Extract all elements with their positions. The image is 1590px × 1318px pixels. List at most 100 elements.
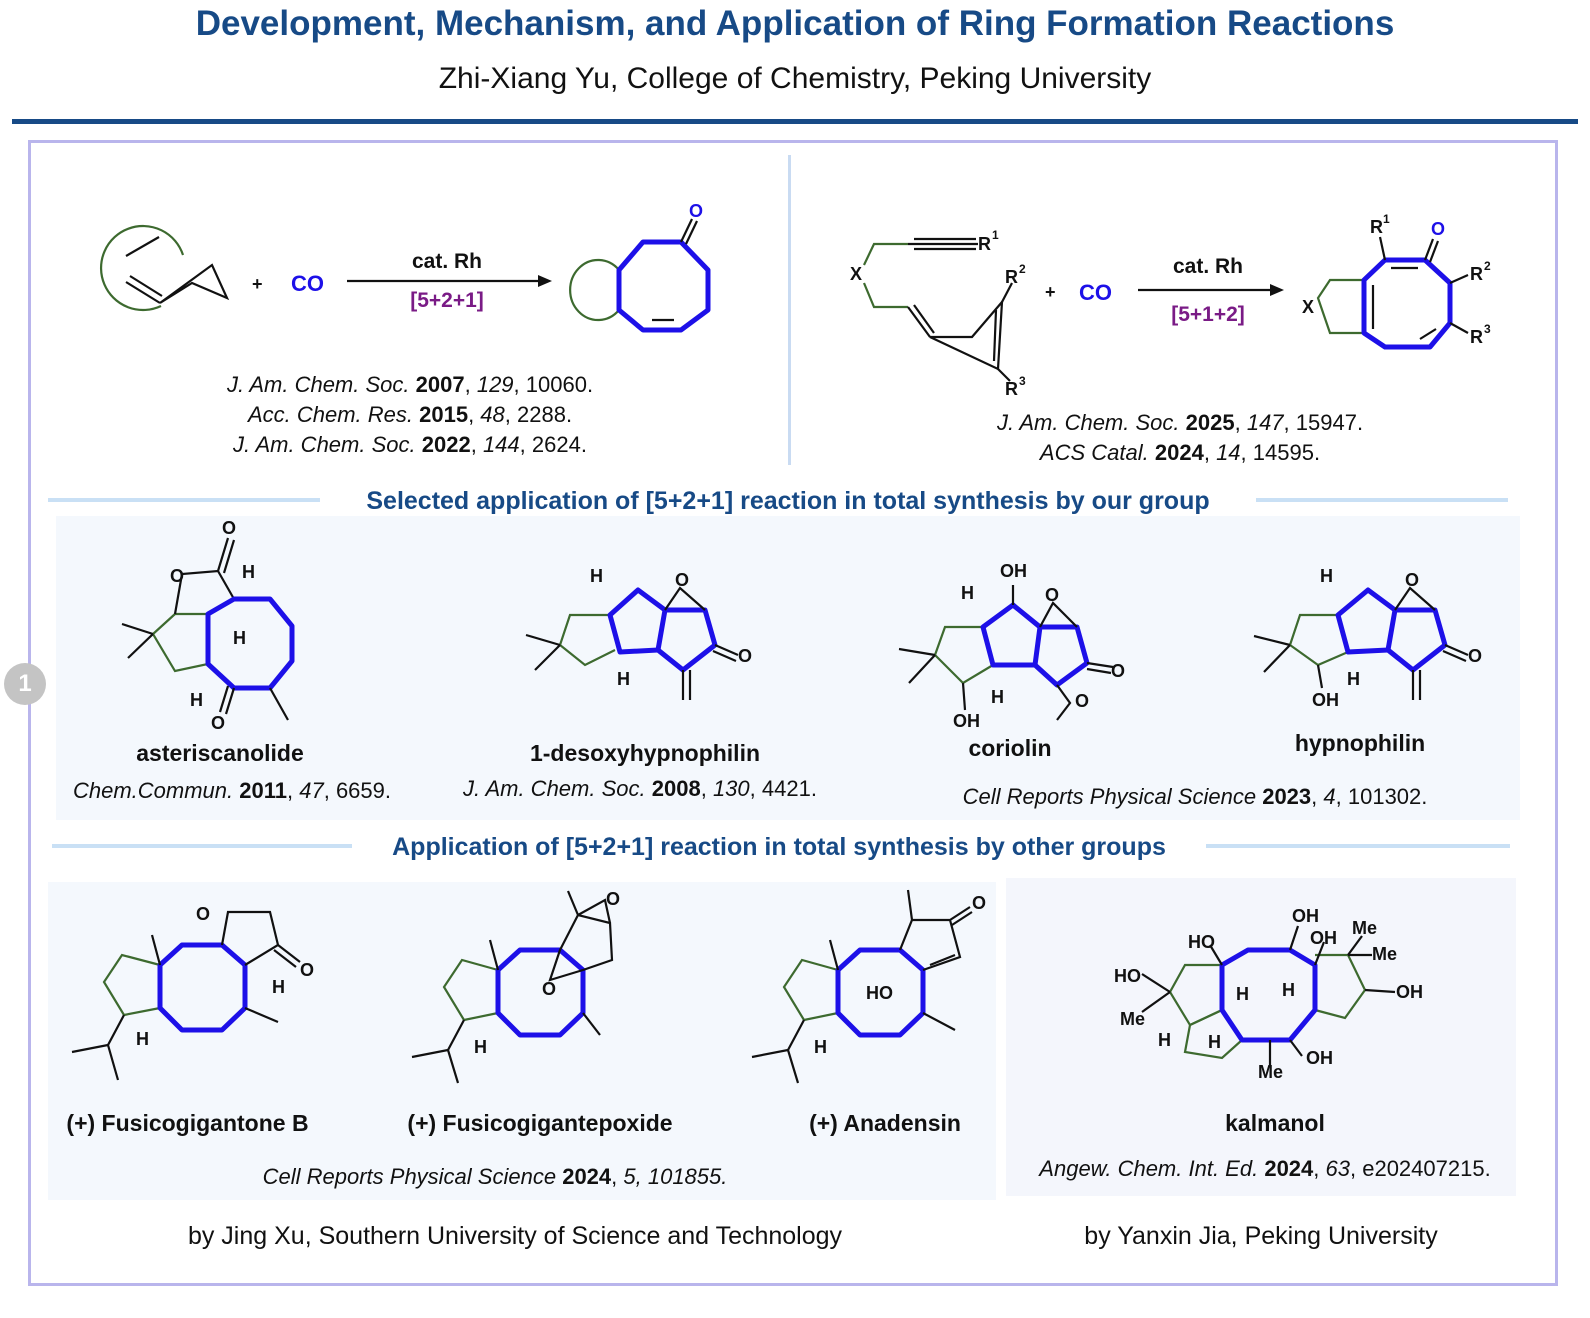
product-o: O — [1431, 219, 1445, 239]
ref-jia: Angew. Chem. Int. Ed. 2024, 63, e2024072… — [1039, 1156, 1491, 1181]
svg-text:O: O — [1075, 691, 1089, 711]
ref-line: J. Am. Chem. Soc. 2007, 129, 10060. — [226, 372, 594, 397]
svg-text:OH: OH — [953, 711, 980, 731]
structure-anadensin: O HO H — [751, 889, 986, 1084]
svg-text:1: 1 — [1383, 212, 1390, 226]
svg-text:O: O — [675, 570, 689, 590]
ref-line: ACS Catal. 2024, 14, 14595. — [1039, 440, 1321, 465]
svg-text:O: O — [1111, 661, 1125, 681]
svg-text:H: H — [1208, 1032, 1221, 1052]
ref-line: J. Am. Chem. Soc. 2022, 144, 2624. — [233, 432, 587, 457]
svg-text:O: O — [972, 893, 986, 913]
svg-text:H: H — [1282, 980, 1295, 1000]
r1-label: R — [978, 234, 991, 254]
svg-text:HO: HO — [866, 983, 893, 1003]
svg-text:H: H — [1347, 669, 1360, 689]
xu-group-panel — [48, 882, 996, 1200]
x-label: X — [850, 264, 862, 284]
co-reagent: CO — [291, 271, 324, 296]
x-label: X — [1302, 297, 1314, 317]
svg-text:HO: HO — [1114, 966, 1141, 986]
structure-coriolin: OH O O O H H OH — [898, 561, 1125, 731]
structure-1-desoxyhypnophilin: O O H H — [525, 566, 752, 700]
product-r3: R — [1470, 327, 1483, 347]
svg-text:O: O — [606, 889, 620, 909]
svg-text:H: H — [190, 690, 203, 710]
compound-name: 1-desoxyhypnophilin — [529, 740, 761, 766]
product-carbonyl — [680, 218, 693, 243]
svg-text:H: H — [590, 566, 603, 586]
substrate-tether — [99, 224, 185, 312]
credit-jia: by Yanxin Jia, Peking University — [1084, 1222, 1438, 1250]
plus-sign: + — [1045, 282, 1056, 302]
svg-text:OH: OH — [1000, 561, 1027, 581]
svg-text:Me: Me — [1352, 918, 1377, 938]
catalyst-label: cat. Rh — [1173, 255, 1243, 278]
svg-text:H: H — [474, 1037, 487, 1057]
svg-text:O: O — [542, 979, 556, 999]
svg-text:H: H — [272, 977, 285, 997]
page-title: Development, Mechanism, and Application … — [195, 4, 1395, 43]
svg-text:H: H — [617, 669, 630, 689]
svg-text:O: O — [222, 518, 236, 538]
reaction-5-1-2-scheme: X R 1 R 2 R 3 + CO cat. Rh [5+1+2] X R 1… — [850, 212, 1491, 399]
structure-asteriscanolide: O O H H H O — [121, 518, 295, 733]
reaction-type-label: [5+2+1] — [410, 289, 484, 312]
top-divider — [788, 155, 791, 465]
svg-text:OH: OH — [1292, 906, 1319, 926]
compound-name: hypnophilin — [1294, 730, 1426, 756]
structure-hypnophilin: O O H H OH — [1253, 566, 1482, 710]
section-rule-right — [1206, 844, 1510, 848]
svg-text:O: O — [300, 960, 314, 980]
title-rule — [12, 119, 1578, 124]
r3-label: R — [1005, 379, 1018, 399]
product-tether — [569, 258, 620, 322]
section-heading-other: Application of [5+2+1] reaction in total… — [392, 833, 1166, 861]
compound-name: coriolin — [968, 735, 1052, 761]
substrate-vcp — [159, 263, 230, 304]
svg-text:H: H — [1320, 566, 1333, 586]
substrate-ene — [125, 275, 163, 304]
content-frame — [28, 140, 1558, 1286]
svg-text:1: 1 — [992, 228, 999, 242]
compound-name: (+) Fusicogigantepoxide — [407, 1110, 673, 1136]
svg-text:Me: Me — [1372, 944, 1397, 964]
reaction-type-label: [5+1+2] — [1171, 303, 1245, 326]
product-o: O — [689, 201, 703, 221]
svg-text:H: H — [991, 687, 1004, 707]
svg-text:HO: HO — [1188, 932, 1215, 952]
structure-kalmanol: HO Me HO OH OH Me Me OH OH Me H H H H — [1114, 906, 1423, 1082]
ref-coriolin-hypnophilin: Cell Reports Physical Science 2023, 4, 1… — [962, 784, 1428, 809]
substrate-vinyl — [125, 236, 160, 257]
svg-text:H: H — [814, 1037, 827, 1057]
svg-text:OH: OH — [1306, 1048, 1333, 1068]
section-rule-left — [48, 498, 320, 502]
product-r2: R — [1470, 264, 1483, 284]
svg-text:2: 2 — [1019, 262, 1026, 276]
svg-text:H: H — [233, 628, 246, 648]
svg-text:O: O — [211, 713, 225, 733]
step-badge[interactable]: 1 — [4, 663, 46, 705]
ref-line: Acc. Chem. Res. 2015, 48, 2288. — [247, 402, 573, 427]
compound-name: (+) Anadensin — [809, 1110, 961, 1136]
arrow-head — [1270, 284, 1284, 296]
substrate-alkyne — [908, 237, 978, 251]
svg-text:O: O — [738, 646, 752, 666]
refs-5-1-2: J. Am. Chem. Soc. 2025, 147, 15947. ACS … — [820, 408, 1540, 468]
reaction-5-2-1-scheme: + CO cat. Rh [5+2+1] O — [99, 201, 711, 333]
section-heading-own: Selected application of [5+2+1] reaction… — [366, 487, 1210, 515]
svg-text:H: H — [961, 583, 974, 603]
compound-name: asteriscanolide — [136, 740, 304, 766]
substrate-tether — [862, 242, 908, 309]
credit-xu: by Jing Xu, Southern University of Scien… — [187, 1222, 843, 1250]
r2-label: R — [1005, 267, 1018, 287]
svg-text:H: H — [136, 1029, 149, 1049]
svg-text:O: O — [1405, 570, 1419, 590]
structure-fusicogigantone-b: O O H H — [71, 904, 314, 1081]
svg-text:O: O — [196, 904, 210, 924]
ref-asteriscanolide: Chem.Commun. 2011, 47, 6659. — [72, 778, 391, 803]
product-cyclooctatriene — [1361, 257, 1453, 350]
svg-text:O: O — [1468, 646, 1482, 666]
svg-text:2: 2 — [1484, 259, 1491, 273]
svg-text:3: 3 — [1484, 322, 1491, 336]
